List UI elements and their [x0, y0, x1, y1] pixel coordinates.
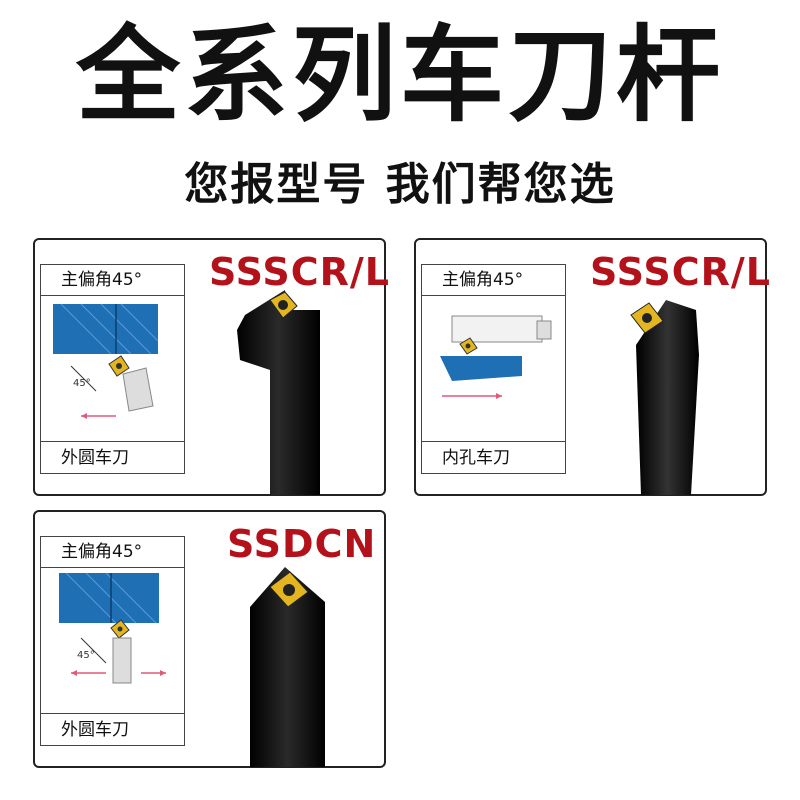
tool-type-label: 外圆车刀: [41, 713, 184, 745]
external-turning-diagram: 45°: [59, 572, 166, 684]
tool-holder-image: [237, 290, 320, 495]
model-label: SSDCN: [227, 522, 377, 566]
angle-45-text: 45°: [77, 650, 95, 661]
angle-label: 主偏角45°: [422, 265, 565, 296]
tool-type-label: 内孔车刀: [422, 441, 565, 473]
angle-label: 主偏角45°: [41, 537, 184, 568]
diagram-panel: 主偏角45° 内孔车刀: [421, 264, 566, 474]
page-title: 全系列车刀杆: [75, 14, 724, 136]
page-subtitle: 您报型号 我们帮您选: [184, 159, 616, 210]
boring-bar-image: [630, 300, 699, 495]
product-card-sssc-internal[interactable]: SSSCR/L 主偏角45° 内孔车刀: [414, 238, 770, 496]
tool-type-label: 外圆车刀: [41, 441, 184, 473]
model-label: SSSCR/L: [209, 250, 390, 294]
boring-diagram: [440, 315, 552, 399]
external-turning-diagram: 45°: [53, 303, 159, 419]
product-card-ssdcn[interactable]: SSDCN 主偏角45° 45° 外圆车刀: [33, 510, 386, 768]
product-card-sssc-external[interactable]: SSSCR/L 主偏角45° 45° 外圆车刀: [33, 238, 389, 496]
model-label: SSSCR/L: [590, 250, 771, 294]
angle-45-text: 45°: [73, 378, 91, 389]
diagram-panel: 主偏角45° 45° 外圆车刀: [40, 536, 185, 746]
angle-label: 主偏角45°: [41, 265, 184, 296]
diagram-panel: 主偏角45° 45° 外圆车刀: [40, 264, 185, 474]
tool-holder-image: [250, 567, 325, 767]
